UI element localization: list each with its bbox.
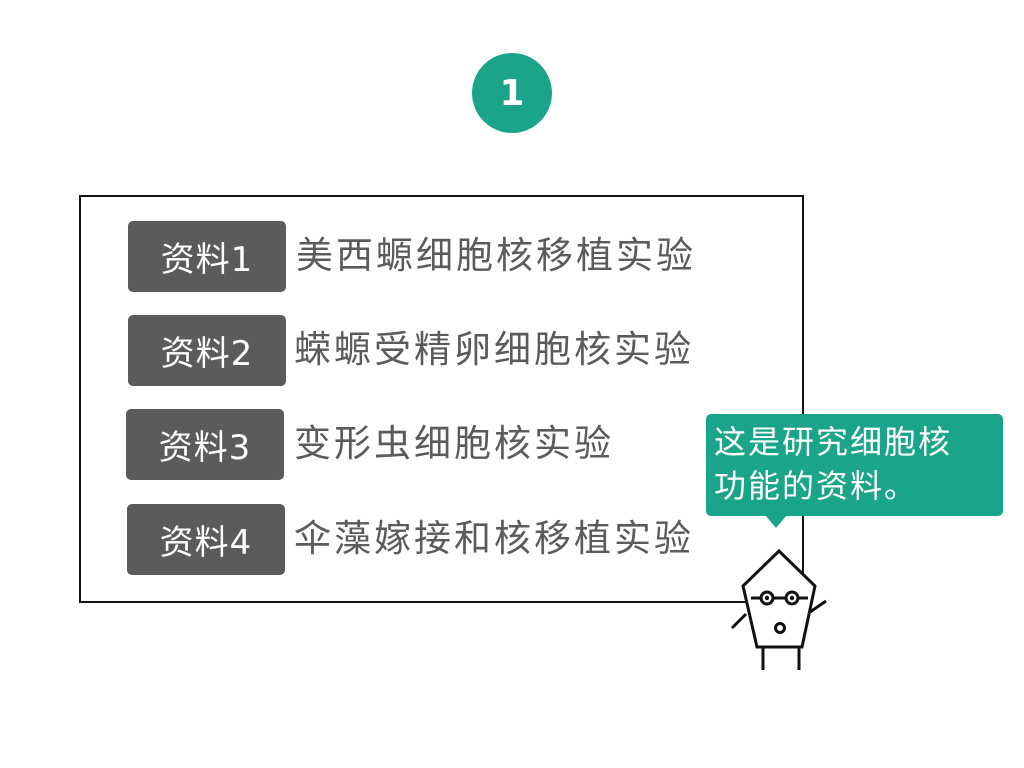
material-label-1: 资料1 xyxy=(128,221,286,292)
material-label-text: 资料2 xyxy=(160,334,254,374)
material-label-4: 资料4 xyxy=(127,504,285,575)
material-label-3: 资料3 xyxy=(126,409,284,480)
material-label-text: 资料4 xyxy=(159,523,253,563)
material-label-text: 资料3 xyxy=(158,428,252,468)
speech-bubble-line-1: 这是研究细胞核 xyxy=(714,423,953,461)
speech-bubble-tail xyxy=(765,515,787,528)
speech-bubble-line-2: 功能的资料。 xyxy=(714,467,919,505)
material-description-2: 蝾螈受精卵细胞核实验 xyxy=(294,328,694,371)
pentagon-character-with-glasses-icon xyxy=(730,548,827,670)
step-number-badge: 1 xyxy=(472,53,552,133)
step-number: 1 xyxy=(499,72,525,114)
material-label-text: 资料1 xyxy=(160,240,254,280)
speech-bubble: 这是研究细胞核 功能的资料。 xyxy=(706,414,1003,516)
material-description-1: 美西螈细胞核移植实验 xyxy=(296,234,696,277)
material-description-3: 变形虫细胞核实验 xyxy=(294,422,614,465)
material-label-2: 资料2 xyxy=(128,315,286,386)
material-description-4: 伞藻嫁接和核移植实验 xyxy=(294,517,694,560)
